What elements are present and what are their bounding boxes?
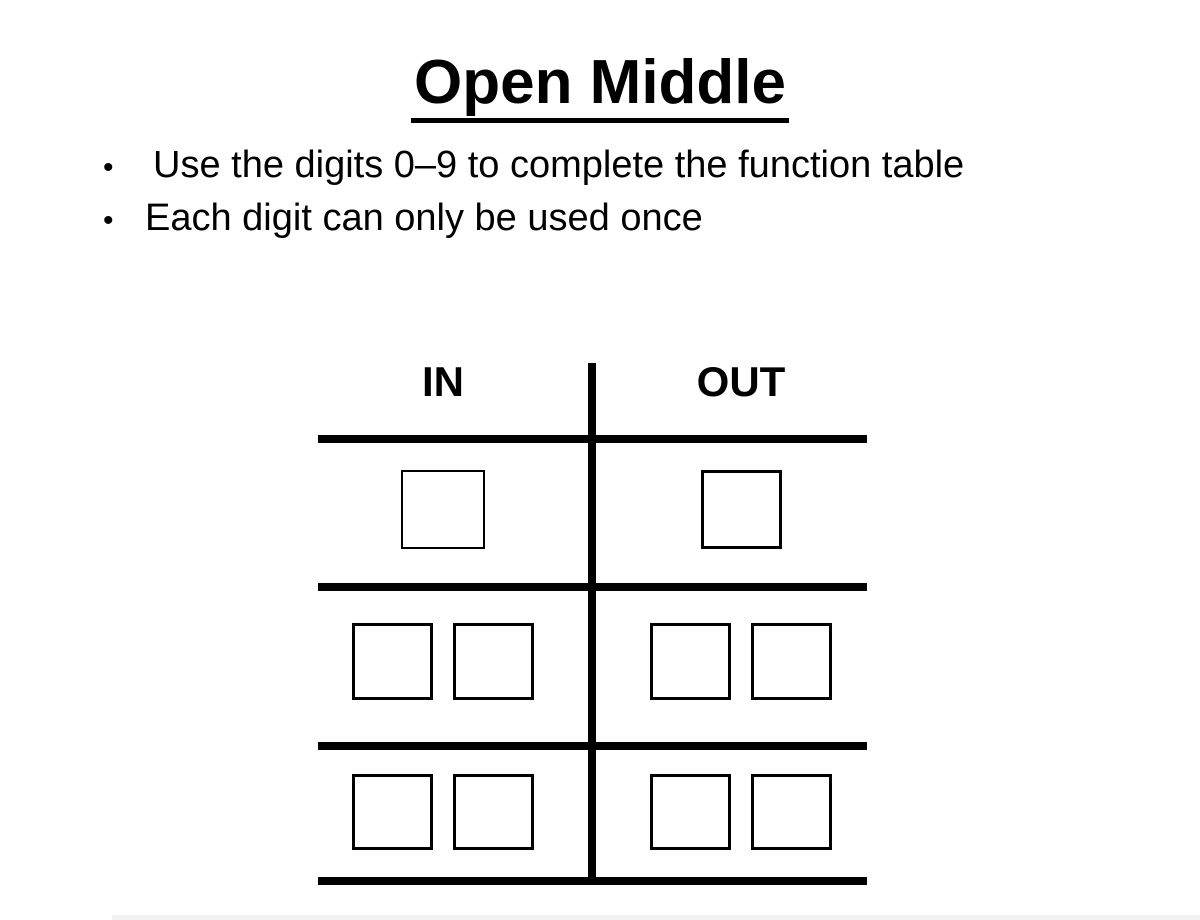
digit-box-in-row2-2[interactable] bbox=[453, 623, 534, 700]
page-title: Open Middle bbox=[411, 52, 789, 123]
digit-box-in-row2-1[interactable] bbox=[352, 623, 433, 700]
digit-box-in-row1-1[interactable] bbox=[401, 470, 485, 549]
table-cell-out-row1 bbox=[638, 470, 844, 549]
instructions-list: • Use the digits 0–9 to complete the fun… bbox=[103, 140, 1153, 246]
digit-box-out-row3-2[interactable] bbox=[751, 774, 832, 850]
digit-box-out-row1-1[interactable] bbox=[700, 470, 782, 549]
digit-box-in-row3-1[interactable] bbox=[352, 774, 433, 850]
column-header-in: IN bbox=[422, 358, 464, 405]
table-cell-out-row2 bbox=[638, 623, 844, 700]
table-vertical-divider bbox=[588, 363, 596, 885]
instruction-text: Use the digits 0–9 to complete the funct… bbox=[153, 144, 965, 186]
digit-box-out-row2-1[interactable] bbox=[650, 623, 731, 700]
instruction-item: • Each digit can only be used once bbox=[103, 193, 1153, 246]
digit-box-out-row2-2[interactable] bbox=[751, 623, 832, 700]
table-cell-out-row3 bbox=[638, 774, 844, 850]
instruction-item: • Use the digits 0–9 to complete the fun… bbox=[103, 140, 1153, 193]
bullet-icon: • bbox=[103, 151, 114, 184]
column-header-out: OUT bbox=[696, 358, 786, 405]
table-cell-in-row1 bbox=[340, 470, 546, 549]
digit-box-in-row3-2[interactable] bbox=[453, 774, 534, 850]
bullet-icon: • bbox=[103, 204, 114, 237]
title-row: Open Middle bbox=[0, 52, 1200, 123]
table-cell-in-row2 bbox=[340, 623, 546, 700]
instruction-text: Each digit can only be used once bbox=[145, 197, 703, 239]
table-cell-in-row3 bbox=[340, 774, 546, 850]
bottom-edge-strip bbox=[112, 915, 1200, 920]
digit-box-out-row3-1[interactable] bbox=[650, 774, 731, 850]
